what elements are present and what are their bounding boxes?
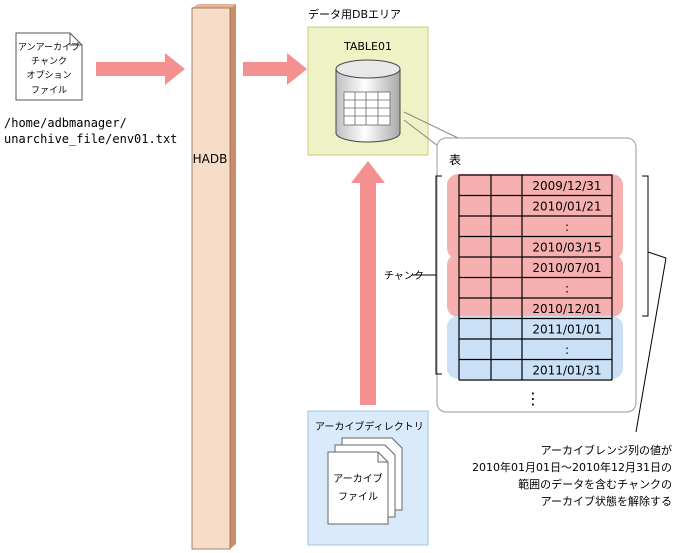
table-row-value: :	[565, 220, 569, 234]
archive-file-label-line2: ファイル	[338, 492, 378, 503]
callout-line-bottom	[403, 119, 439, 147]
table-row-value: 2010/01/21	[532, 200, 601, 214]
archive-directory-title: アーカイブディレクトリ	[315, 420, 424, 433]
arrow-file-to-hadb	[96, 53, 185, 85]
table-row-value: 2010/07/01	[532, 261, 601, 275]
db-area-title: データ用DBエリア	[308, 7, 401, 21]
table-ellipsis: ⋮	[525, 389, 541, 408]
option-file-icon	[15, 32, 83, 101]
table-row-value: 2011/01/31	[532, 364, 601, 378]
range-bracket-right	[642, 175, 649, 317]
arrow-hadb-to-dbarea	[243, 53, 307, 85]
annotation-line3: 範囲のデータを含むチャンクの	[518, 477, 672, 491]
arrow-archive-to-dbarea	[351, 161, 385, 405]
table-row-value: :	[565, 282, 569, 296]
option-file-label-line2: チャンク	[31, 56, 67, 67]
option-file-path-line1: /home/adbmanager/	[4, 116, 127, 130]
table-name-label: TABLE01	[343, 40, 392, 53]
table-row-value: 2011/01/01	[532, 323, 601, 337]
table-grid: 2009/12/31 2010/01/21: 2010/03/15 2010/07/0…	[458, 174, 613, 381]
table-row-value: 2010/03/15	[532, 241, 601, 255]
table-row-value: 2009/12/31	[532, 179, 601, 193]
hadb-bar	[191, 4, 236, 550]
option-file-label-line4: ファイル	[31, 86, 67, 96]
chunk-label: チャンク	[384, 270, 424, 282]
hadb-label: HADB	[193, 152, 228, 166]
range-leader-line-2	[635, 257, 667, 433]
option-file-path-line2: unarchive_file/env01.txt	[4, 132, 177, 146]
option-file-label-line1: アンアーカイブ	[18, 41, 80, 53]
annotation-line2: 2010年01月01日～2010年12月31日の	[472, 460, 672, 474]
annotation-line4: アーカイブ状態を解除する	[541, 494, 672, 508]
option-file-label-line3: オプション	[26, 70, 71, 81]
database-cylinder-icon	[335, 59, 401, 143]
table-title: 表	[449, 153, 461, 167]
annotation-line1: アーカイブレンジ列の値が	[541, 443, 672, 457]
table-row-value: :	[565, 343, 569, 357]
callout-line-top	[403, 111, 459, 139]
archive-file-label-line1: アーカイブ	[333, 472, 382, 485]
table-row-value: 2010/12/01	[532, 302, 601, 316]
archive-file-stack-icon	[327, 437, 403, 525]
range-leader-line	[647, 251, 667, 259]
